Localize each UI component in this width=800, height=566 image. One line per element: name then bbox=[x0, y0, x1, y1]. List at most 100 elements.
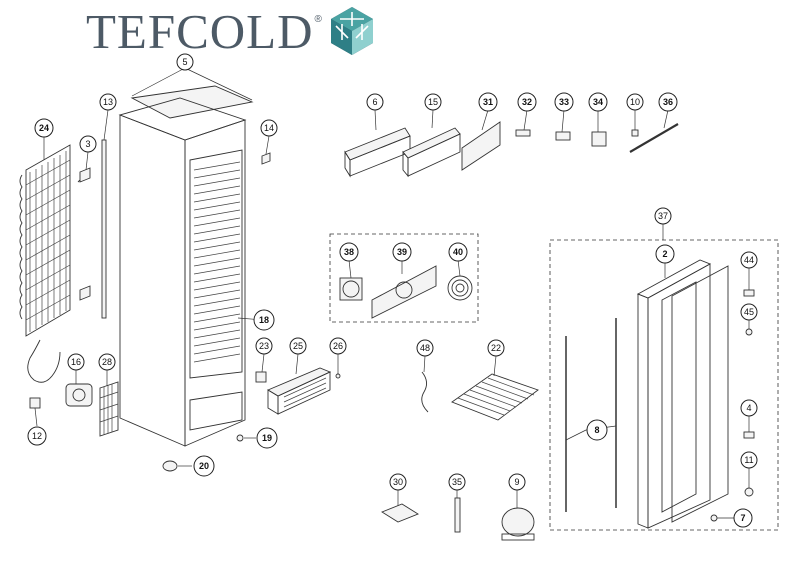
svg-text:36: 36 bbox=[663, 97, 673, 107]
bracket-14 bbox=[261, 152, 271, 165]
svg-text:20: 20 bbox=[199, 461, 209, 471]
svg-text:3: 3 bbox=[85, 139, 90, 149]
callout-13: 13 bbox=[99, 93, 117, 111]
callout-22: 22 bbox=[487, 339, 505, 357]
callout-39: 39 bbox=[392, 242, 412, 262]
callout-19: 19 bbox=[256, 427, 278, 449]
callout-48: 48 bbox=[416, 339, 434, 357]
callout-31: 31 bbox=[478, 92, 498, 112]
callout-40: 40 bbox=[448, 242, 468, 262]
svg-text:15: 15 bbox=[428, 97, 438, 107]
callout-15: 15 bbox=[424, 93, 442, 111]
svg-text:8: 8 bbox=[594, 425, 599, 435]
callout-3: 3 bbox=[79, 135, 97, 153]
callout-8: 8 bbox=[586, 419, 608, 441]
screw-7 bbox=[710, 514, 718, 522]
callout-45: 45 bbox=[740, 303, 758, 321]
svg-text:14: 14 bbox=[264, 123, 274, 133]
svg-text:22: 22 bbox=[491, 343, 501, 353]
fan-kit-box bbox=[329, 233, 479, 323]
callout-7: 7 bbox=[733, 508, 753, 528]
foot-20 bbox=[162, 460, 178, 472]
callout-35: 35 bbox=[448, 473, 466, 491]
callout-16: 16 bbox=[67, 353, 85, 371]
bracket-23 bbox=[255, 371, 267, 383]
shelf bbox=[451, 373, 539, 421]
rear-grille bbox=[99, 381, 119, 437]
svg-text:31: 31 bbox=[483, 97, 493, 107]
svg-text:11: 11 bbox=[744, 455, 753, 465]
svg-text:19: 19 bbox=[262, 433, 272, 443]
door-assembly bbox=[636, 259, 729, 529]
callout-18: 18 bbox=[253, 309, 275, 331]
svg-text:24: 24 bbox=[39, 123, 49, 133]
fan-motor bbox=[65, 383, 93, 407]
svg-text:18: 18 bbox=[259, 315, 269, 325]
callout-34: 34 bbox=[588, 92, 608, 112]
rod-35 bbox=[454, 497, 461, 533]
svg-text:44: 44 bbox=[744, 255, 754, 265]
callout-30: 30 bbox=[389, 473, 407, 491]
svg-text:7: 7 bbox=[740, 513, 745, 523]
svg-text:4: 4 bbox=[746, 403, 751, 413]
callout-6: 6 bbox=[366, 93, 384, 111]
brand-header: TEFCOLD ® bbox=[86, 4, 376, 60]
svg-text:25: 25 bbox=[293, 341, 303, 351]
part-48 bbox=[421, 371, 429, 413]
tray-30 bbox=[381, 503, 419, 523]
svg-text:48: 48 bbox=[420, 343, 430, 353]
compressor bbox=[501, 507, 535, 541]
hinge-44 bbox=[743, 289, 755, 297]
label-panel-31 bbox=[461, 121, 501, 171]
svg-text:2: 2 bbox=[662, 249, 667, 259]
part-34 bbox=[591, 131, 607, 147]
callout-20: 20 bbox=[193, 455, 215, 477]
callout-37: 37 bbox=[654, 207, 672, 225]
callout-9: 9 bbox=[508, 473, 526, 491]
callout-23: 23 bbox=[255, 337, 273, 355]
callout-44: 44 bbox=[740, 251, 758, 269]
screw-26 bbox=[335, 373, 341, 379]
svg-text:30: 30 bbox=[393, 477, 403, 487]
svg-text:13: 13 bbox=[103, 97, 113, 107]
part-32 bbox=[515, 129, 531, 137]
svg-text:23: 23 bbox=[259, 341, 269, 351]
registered-mark: ® bbox=[314, 14, 322, 25]
hinge-4 bbox=[743, 431, 755, 439]
callout-36: 36 bbox=[658, 92, 678, 112]
rod-36 bbox=[629, 123, 679, 153]
callout-5: 5 bbox=[176, 53, 194, 71]
svg-text:16: 16 bbox=[71, 357, 81, 367]
condenser-coil bbox=[19, 144, 71, 383]
svg-text:12: 12 bbox=[32, 431, 42, 441]
svg-text:32: 32 bbox=[522, 97, 532, 107]
part-10 bbox=[631, 129, 639, 137]
svg-text:33: 33 bbox=[559, 97, 569, 107]
svg-text:45: 45 bbox=[744, 307, 754, 317]
callout-26: 26 bbox=[329, 337, 347, 355]
door-kit-box bbox=[549, 239, 779, 531]
svg-text:34: 34 bbox=[593, 97, 603, 107]
part-33 bbox=[555, 131, 571, 141]
svg-text:39: 39 bbox=[397, 247, 407, 257]
cabinet-body bbox=[118, 85, 254, 447]
brand-name: TEFCOLD bbox=[86, 4, 314, 59]
callout-24: 24 bbox=[34, 118, 54, 138]
callout-12: 12 bbox=[27, 426, 47, 446]
svg-text:5: 5 bbox=[182, 57, 187, 67]
svg-text:37: 37 bbox=[658, 211, 668, 221]
svg-text:26: 26 bbox=[333, 341, 343, 351]
evaporator-fan-38 bbox=[339, 277, 363, 301]
clip-12 bbox=[29, 397, 41, 409]
fan-guard-40 bbox=[447, 275, 473, 301]
bracket-3 bbox=[77, 167, 91, 301]
svg-text:28: 28 bbox=[102, 357, 112, 367]
foot-19 bbox=[236, 434, 244, 442]
cap-11 bbox=[744, 487, 754, 497]
callout-11: 11 bbox=[740, 451, 758, 469]
leader-lines bbox=[34, 67, 750, 519]
snowflake-cube-logo-icon bbox=[330, 7, 373, 55]
panel-6 bbox=[344, 127, 411, 178]
